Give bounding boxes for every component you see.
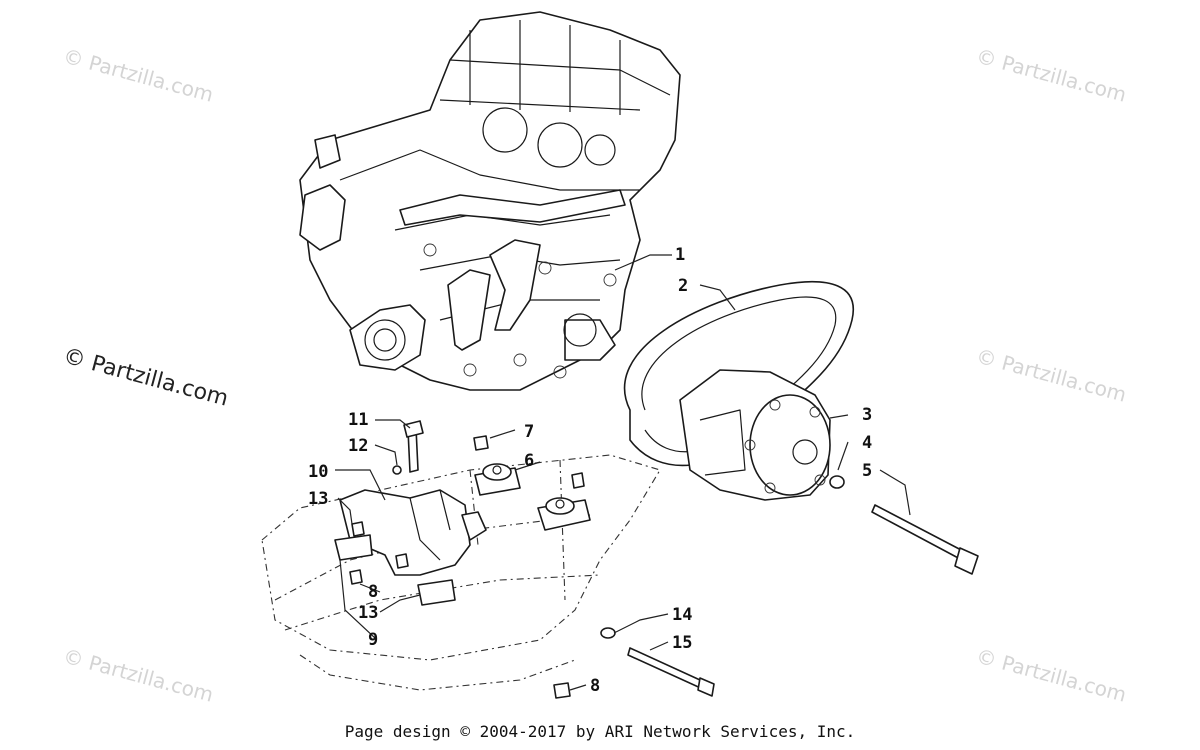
watermark-mid-left: © Partzilla.com: [60, 344, 230, 412]
callout-8b[interactable]: 8: [590, 676, 600, 696]
callout-1[interactable]: 1: [675, 245, 685, 265]
callout-7[interactable]: 7: [524, 422, 534, 442]
page-footer: Page design © 2004-2017 by ARI Network S…: [0, 722, 1200, 741]
callouts: 1 2 3 4 5 6 7 11 12 10 13 8 13 9 14 15 8: [308, 245, 872, 696]
leader-lines: [335, 254, 911, 691]
callout-12[interactable]: 12: [348, 436, 368, 456]
callout-14[interactable]: 14: [672, 605, 692, 625]
callout-4[interactable]: 4: [862, 433, 872, 453]
callout-11[interactable]: 11: [348, 410, 368, 430]
watermark-top-left: © Partzilla.com: [61, 44, 216, 107]
watermark-bottom-left: © Partzilla.com: [61, 644, 216, 707]
engine: [299, 11, 681, 391]
callout-13a[interactable]: 13: [308, 489, 328, 509]
callout-13b[interactable]: 13: [358, 603, 378, 623]
callout-5[interactable]: 5: [862, 461, 872, 481]
callout-3[interactable]: 3: [862, 405, 872, 425]
callout-15[interactable]: 15: [672, 633, 692, 653]
callout-9[interactable]: 9: [368, 630, 378, 650]
mount-bracket: [339, 489, 487, 576]
footer-copyright: Page design © 2004-2017 by ARI Network S…: [344, 722, 856, 741]
rubber-mounts: [334, 463, 591, 606]
watermark-top-right: © Partzilla.com: [974, 44, 1129, 107]
callout-8a[interactable]: 8: [368, 582, 378, 602]
drive-clutch: [679, 369, 979, 575]
callout-10[interactable]: 10: [308, 462, 328, 482]
watermark-mid-right: © Partzilla.com: [974, 344, 1129, 407]
fasteners: [349, 420, 715, 699]
callout-6[interactable]: 6: [524, 451, 534, 471]
watermark-bottom-right: © Partzilla.com: [974, 644, 1129, 707]
callout-2[interactable]: 2: [678, 276, 688, 296]
